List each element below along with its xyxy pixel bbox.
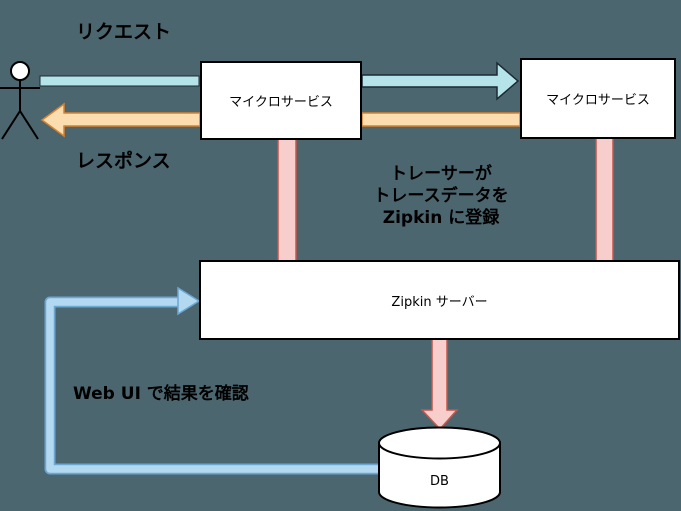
node-microservice-left-label: マイクロサービス [229, 95, 333, 110]
store-arrow [420, 338, 459, 431]
node-microservice-right: マイクロサービス [520, 58, 676, 139]
trace-note-line-3: Zipkin に登録 [382, 208, 500, 228]
node-microservice-right-label: マイクロサービス [546, 93, 650, 108]
node-db-label: DB [430, 474, 449, 489]
response-label: レスポンス [76, 150, 171, 172]
request-arrow-segment [39, 75, 200, 87]
actor-icon [0, 61, 40, 140]
request-arrow [361, 61, 520, 101]
trace-line-left [277, 138, 297, 263]
trace-note-line-1: トレーサーが [390, 164, 492, 184]
node-zipkin-server: Zipkin サーバー [199, 260, 680, 340]
node-zipkin-server-label: Zipkin サーバー [391, 294, 488, 310]
node-microservice-left: マイクロサービス [200, 61, 362, 140]
trace-note: トレーサーが トレースデータを Zipkin に登録 [341, 163, 541, 229]
trace-line-right [595, 137, 614, 263]
db-cylinder [378, 426, 501, 509]
webui-label: Web UI で結果を確認 [73, 384, 249, 404]
response-arrow-segment [361, 112, 521, 127]
webui-arrow [44, 286, 379, 475]
response-arrow [40, 102, 201, 138]
trace-note-line-2: トレースデータを [373, 186, 509, 206]
request-label: リクエスト [76, 21, 172, 43]
